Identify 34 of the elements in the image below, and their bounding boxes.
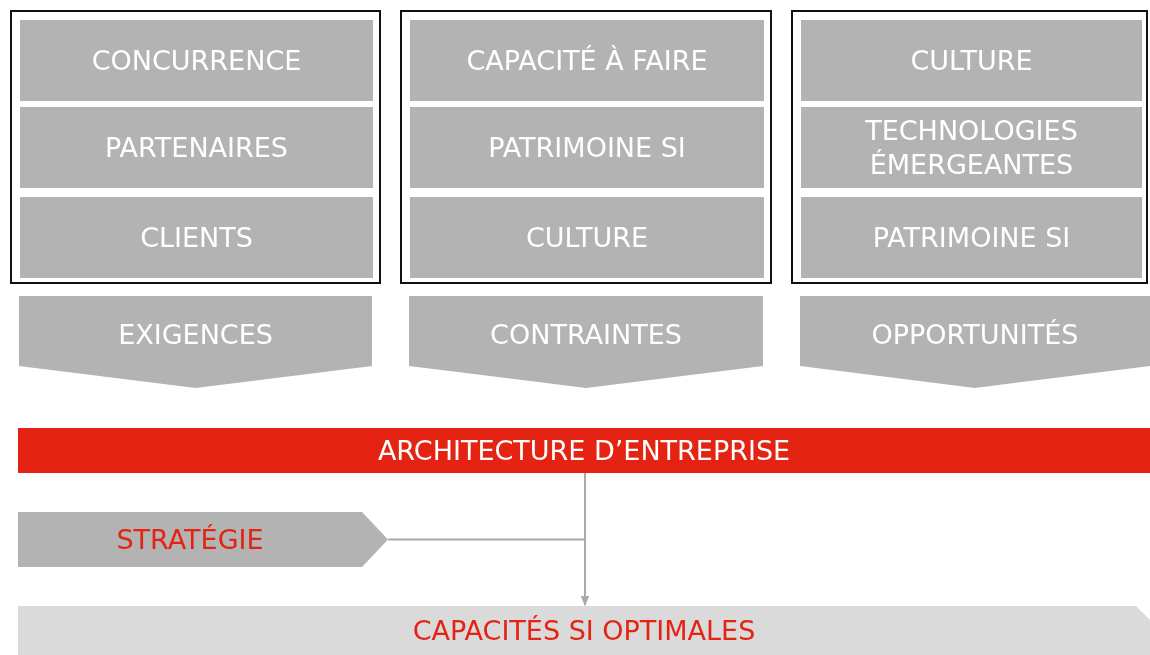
category-box xyxy=(20,107,373,188)
chevron-box xyxy=(19,296,372,388)
box-label: EXIGENCES xyxy=(118,318,273,352)
box-label: STRATÉGIE xyxy=(116,522,264,557)
box-label: PATRIMOINE SI xyxy=(872,220,1071,255)
category-box xyxy=(20,20,373,101)
group-frame xyxy=(791,10,1148,284)
box-label: CAPACITÉS SI OPTIMALES xyxy=(412,613,756,648)
box-label: PARTENAIRES xyxy=(105,130,288,165)
box-label: CULTURE xyxy=(526,220,648,255)
group-frame xyxy=(10,10,381,284)
category-box xyxy=(410,107,764,188)
box-label: CONTRAINTES xyxy=(490,318,682,352)
box-label: ARCHITECTURE D’ENTREPRISE xyxy=(377,433,791,468)
category-box xyxy=(801,197,1142,278)
connector-arrow xyxy=(387,538,589,606)
chevron-box xyxy=(409,296,763,388)
box-label: PATRIMOINE SI xyxy=(488,130,686,165)
category-box xyxy=(410,197,764,278)
group-frame xyxy=(400,10,772,284)
chevron-box xyxy=(800,296,1150,388)
category-box xyxy=(801,20,1142,101)
category-box xyxy=(410,20,764,101)
pentagon-arrow-box xyxy=(18,512,388,567)
box-label: CLIENTS xyxy=(140,220,253,255)
category-box xyxy=(801,107,1142,188)
banner-bar xyxy=(18,428,1150,473)
box-label: TECHNOLOGIES ÉMERGEANTES xyxy=(864,113,1079,182)
box-label: CULTURE xyxy=(910,43,1033,78)
box-label: OPPORTUNITÉS xyxy=(871,318,1079,352)
box-label: CAPACITÉ À FAIRE xyxy=(466,43,708,78)
category-box xyxy=(20,197,373,278)
box-label: CONCURRENCE xyxy=(91,43,302,78)
result-arrow-bar xyxy=(18,606,1150,655)
